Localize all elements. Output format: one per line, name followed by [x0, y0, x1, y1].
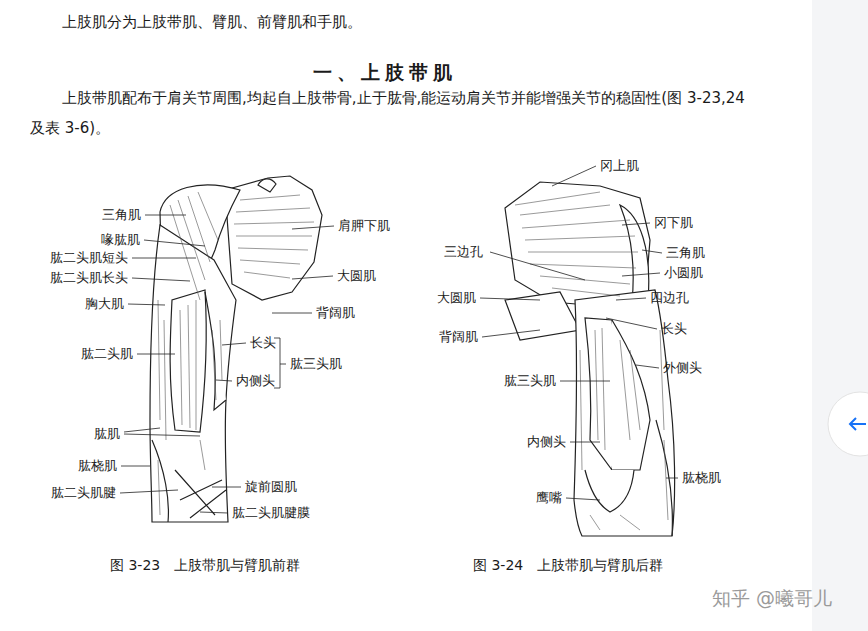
part-name: 长头 [250, 335, 276, 351]
part-name: 肱三头肌 [504, 373, 556, 389]
figure-caption: 图 3-23 上肢带肌与臂肌前群 [110, 557, 300, 573]
body-text: 上肢带肌配布于肩关节周围,均起自上肢带骨,止于肱骨,能运动肩关节并能增强关节的稳… [30, 83, 745, 143]
part-name: 肱二头肌腱膜 [232, 505, 310, 521]
part-name: 肱桡肌 [78, 458, 117, 474]
figure-caption: 图 3-24 上肢带肌与臂肌后群 [473, 557, 663, 573]
part-name: 肱二头肌短头 [50, 250, 128, 266]
part-name: 三边孔 [444, 244, 483, 260]
part-name: 大圆肌 [337, 268, 376, 284]
part-name: 三角肌 [102, 207, 141, 223]
part-name: 肩胛下肌 [338, 218, 390, 234]
part-name: 肱二头肌长头 [50, 270, 128, 286]
part-name: 冈下肌 [654, 215, 693, 231]
body-text: 上肢肌分为上肢带肌、臂肌、前臂肌和手肌。 [62, 12, 362, 32]
anterior-arm [150, 176, 322, 522]
leader-lines [120, 166, 678, 513]
part-name: 内侧头 [527, 434, 566, 450]
part-name: 胸大肌 [85, 296, 124, 312]
muscle-fibres [515, 192, 668, 530]
part-name: 旋前圆肌 [245, 479, 297, 495]
side-panel [812, 0, 868, 631]
part-name: 外侧头 [663, 360, 702, 376]
part-name: 四边孔 [650, 290, 689, 306]
part-name: 背阔肌 [439, 329, 478, 345]
back-button [828, 392, 868, 456]
posterior-arm [505, 182, 675, 536]
part-name: 肱二头肌腱 [51, 485, 116, 501]
part-name: 肱桡肌 [682, 470, 721, 486]
part-name: 冈上肌 [600, 158, 639, 174]
section-title: 一、上肢带肌 [313, 60, 457, 86]
part-name: 内侧头 [236, 373, 275, 389]
part-name: 肱三头肌 [290, 356, 342, 372]
muscle-fibres [158, 192, 314, 515]
back-arrow [850, 418, 866, 430]
part-name: 鹰嘴 [536, 490, 562, 506]
watermark: 知乎 @曦哥儿 [712, 590, 832, 606]
part-name: 三角肌 [666, 245, 705, 261]
part-name: 喙肱肌 [101, 232, 140, 248]
part-name: 小圆肌 [664, 265, 703, 281]
part-name: 背阔肌 [316, 305, 355, 321]
part-name: 肱二头肌 [81, 346, 133, 362]
part-name: 肱肌 [94, 426, 120, 442]
part-name: 大圆肌 [437, 290, 476, 306]
part-name: 长头 [661, 321, 687, 337]
